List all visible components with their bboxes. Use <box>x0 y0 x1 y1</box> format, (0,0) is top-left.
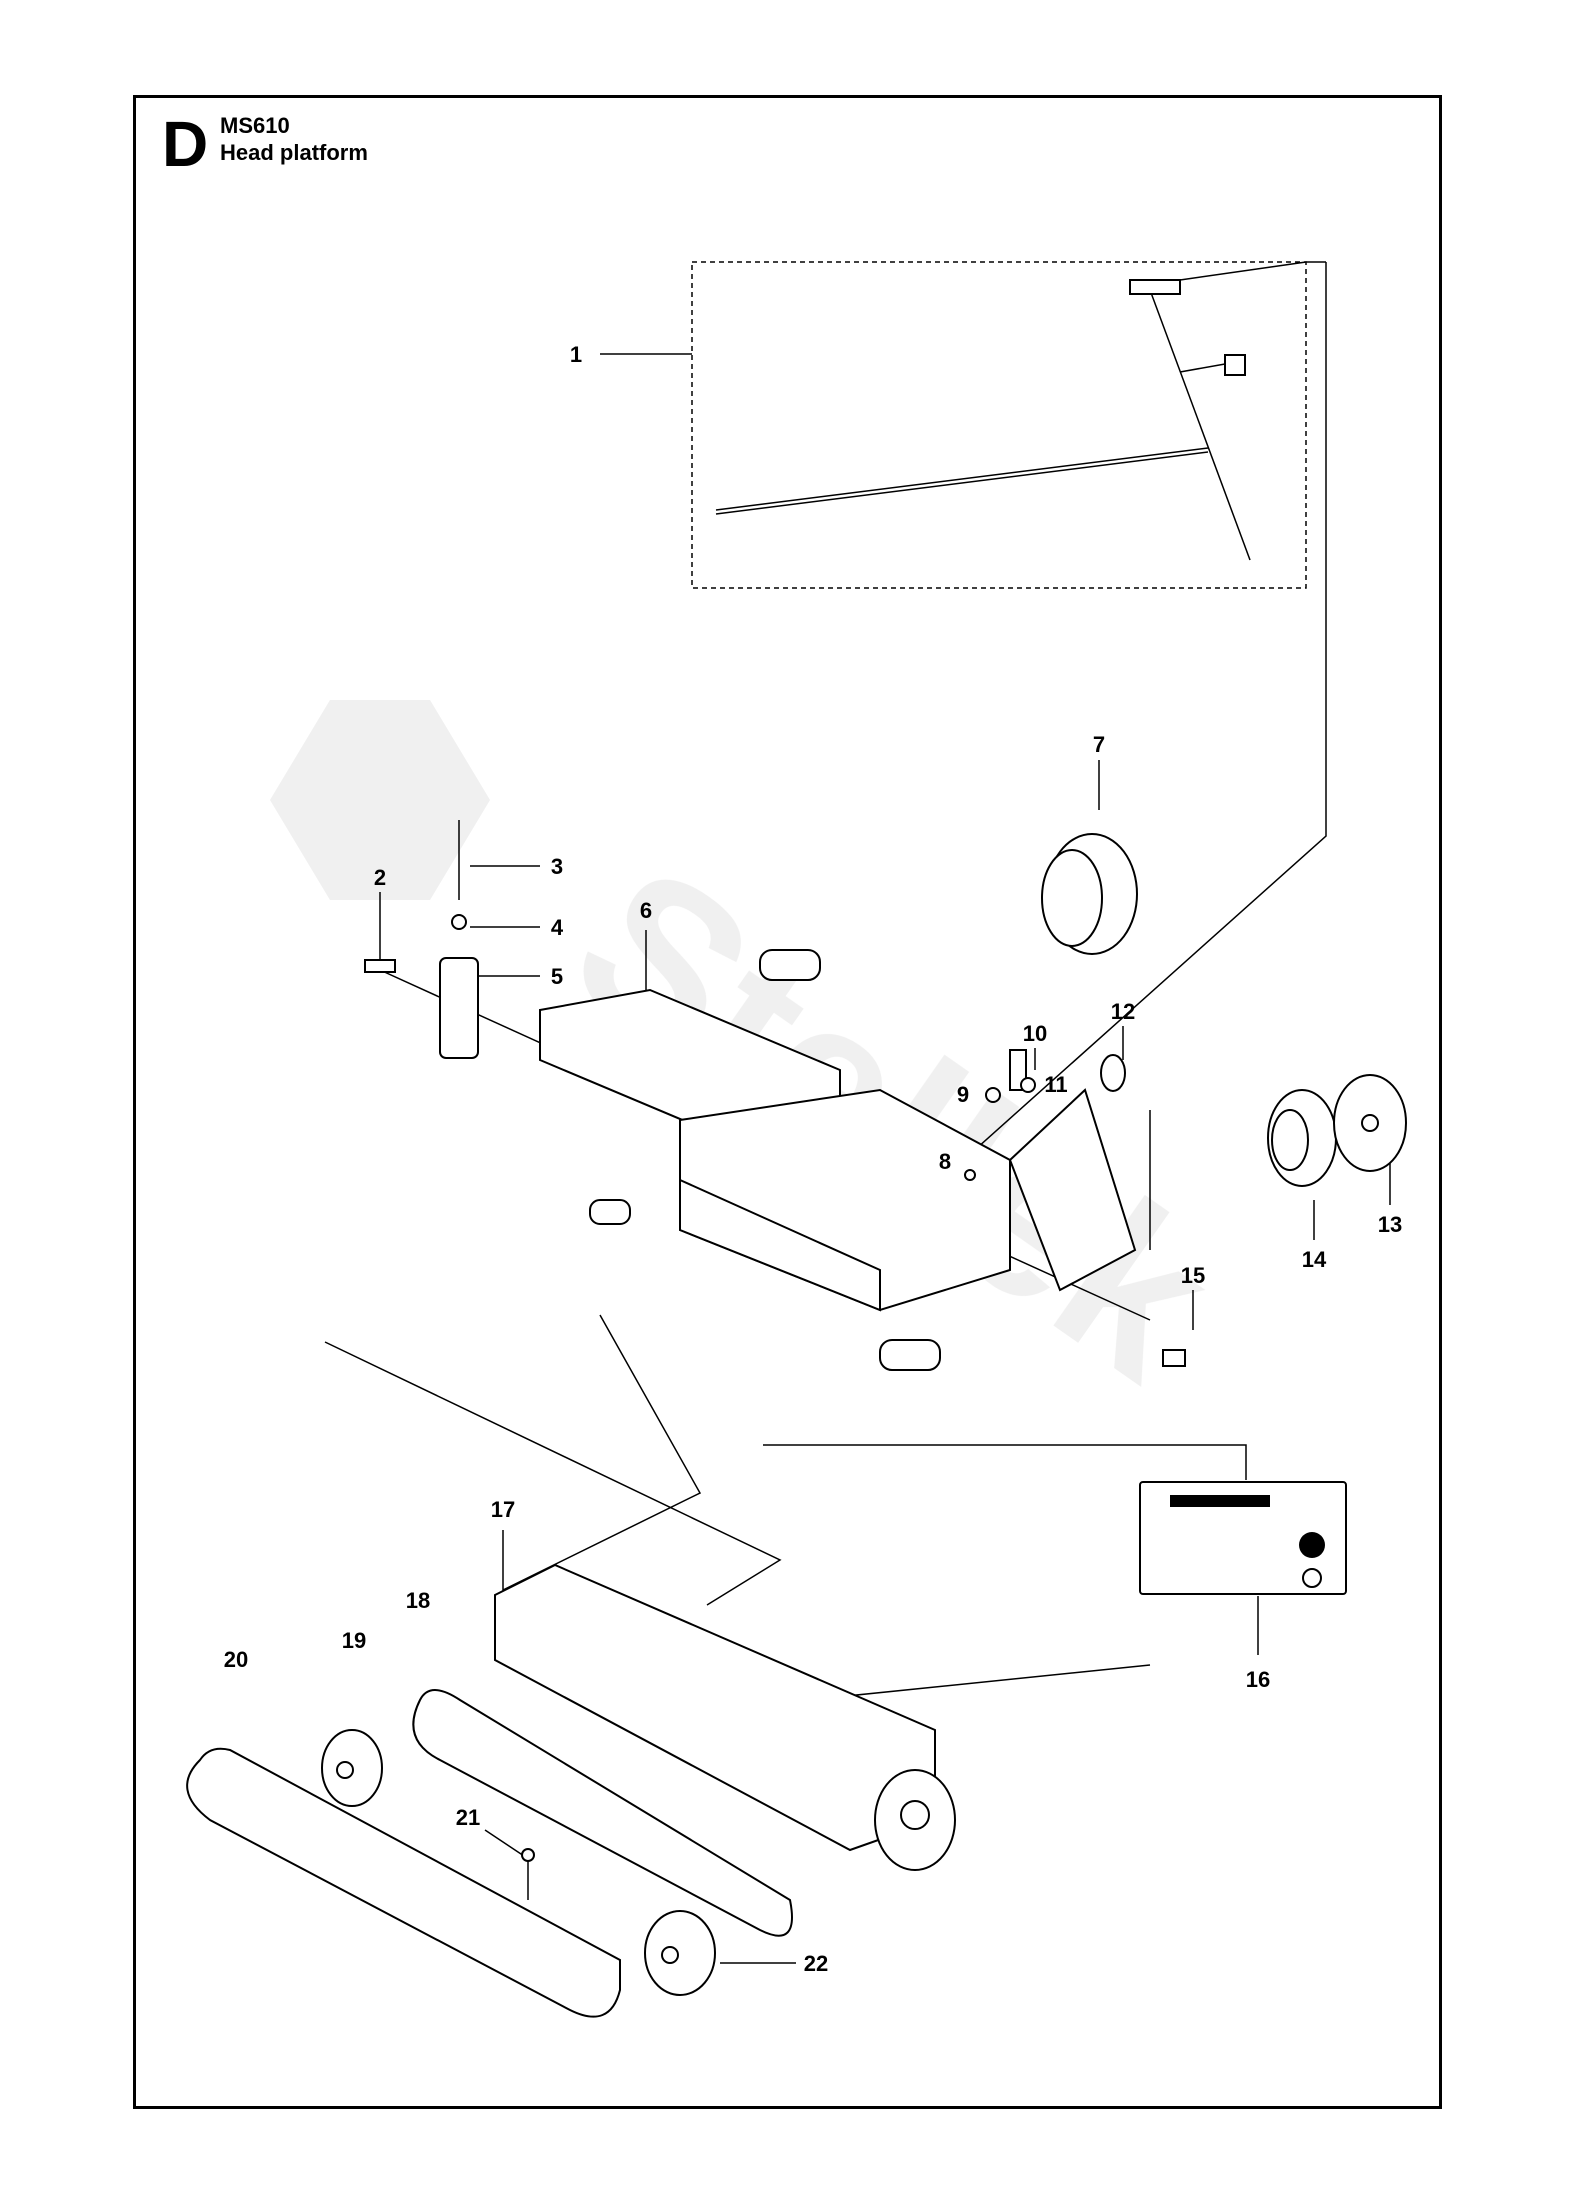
section-letter: D <box>162 108 209 180</box>
callout-19: 19 <box>342 1628 366 1653</box>
callout-9: 9 <box>957 1082 969 1107</box>
small-parts <box>364 820 1407 1367</box>
part-20-cover <box>186 1747 621 2018</box>
drawing-frame <box>133 95 1442 2109</box>
callout-12: 12 <box>1111 999 1135 1024</box>
part-17-belt-guard <box>494 1563 956 1871</box>
callout-8: 8 <box>939 1149 951 1174</box>
page-title: Head platform <box>220 140 368 165</box>
callout-16: 16 <box>1246 1667 1270 1692</box>
callout-13: 13 <box>1378 1212 1402 1237</box>
callout-18: 18 <box>406 1588 430 1613</box>
model-name: MS610 <box>220 113 290 138</box>
callout-6: 6 <box>640 898 652 923</box>
callout-10: 10 <box>1023 1021 1047 1046</box>
part-1-cable-kit <box>691 261 1307 589</box>
callout-21: 21 <box>456 1805 480 1830</box>
callout-22: 22 <box>804 1951 828 1976</box>
callout-11: 11 <box>1044 1072 1067 1097</box>
callout-15: 15 <box>1181 1263 1205 1288</box>
part-19-22-pulleys <box>321 1729 716 1996</box>
callout-5: 5 <box>551 964 563 989</box>
part-16-control-decal <box>1139 1481 1347 1595</box>
callout-20: 20 <box>224 1647 248 1672</box>
callout-1: 1 <box>570 342 582 367</box>
callout-17: 17 <box>491 1497 515 1522</box>
callout-2: 2 <box>374 865 386 890</box>
callout-7: 7 <box>1093 732 1105 757</box>
callout-4: 4 <box>551 915 564 940</box>
part-6-platform <box>539 949 1137 1371</box>
part-18-belt <box>412 1689 793 1937</box>
callout-14: 14 <box>1302 1247 1327 1272</box>
callout-3: 3 <box>551 854 563 879</box>
